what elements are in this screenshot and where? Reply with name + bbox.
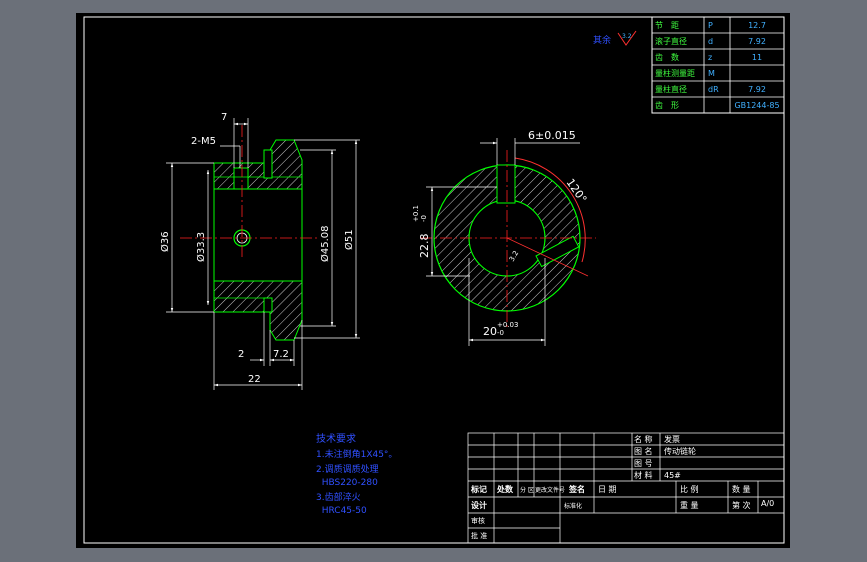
tb-change-doc-label: 更改文件号: [535, 486, 565, 494]
dim-d-pitch: Ø45.08: [319, 226, 331, 263]
param-value: 7.92: [748, 37, 766, 46]
roughness-label: 其余: [593, 34, 611, 46]
tb-date-label: 日 期: [598, 485, 617, 494]
param-symbol: d: [708, 37, 713, 46]
roughness-symbol-icon: [617, 30, 637, 46]
tech-note-1: 1.未注倒角1X45°。: [316, 448, 397, 460]
tb-material: 45#: [664, 471, 681, 480]
tb-material-label: 材 料: [634, 470, 653, 480]
tb-part-name: 发票: [664, 434, 680, 444]
dim-d-tip: Ø51: [343, 229, 355, 250]
param-symbol: dR: [708, 85, 719, 94]
roughness-note: 其余 3.2: [593, 30, 637, 46]
param-label: 量柱直径: [655, 84, 687, 94]
dim-key-depth: 22.8: [418, 234, 431, 259]
param-label: 量柱测量距: [655, 68, 695, 78]
param-value: 7.92: [748, 85, 766, 94]
tb-zone-label: 分 区: [520, 486, 534, 494]
tb-design-label: 设计: [471, 500, 487, 510]
dim-bore-tol-upper: +0.03: [497, 321, 518, 329]
sheet-background: [76, 13, 790, 548]
dim-tooth-width: 7.2: [273, 349, 289, 360]
tb-approve-label: 批 准: [471, 531, 487, 540]
tb-standardize-label: 标准化: [564, 502, 582, 510]
dim-offset: 7: [221, 112, 227, 123]
section-keyway: [233, 167, 249, 190]
end-view: 6±0.015 22.8 +0.1 -0 20 +0.03 -0 120° 3.…: [412, 129, 596, 346]
param-table: 节 距 P 12.7 滚子直径 d 7.92 齿 数 z 11 量柱测量距 M 量柱直径 dR 7.92 齿…: [651, 16, 785, 114]
tb-drawing-label: 图 名: [634, 446, 653, 456]
dim-width: 22: [248, 374, 261, 385]
dim-bore: 20: [483, 325, 497, 338]
param-label: 节 距: [655, 21, 679, 30]
dim-step: 2: [238, 349, 244, 360]
param-value: 11: [752, 53, 762, 62]
tech-notes: 技术要求 1.未注倒角1X45°。 2.调质调质处理 HBS220-280 3.…: [316, 432, 397, 516]
param-symbol: M: [708, 69, 715, 78]
tb-drawing-name: 传动链轮: [664, 446, 696, 456]
dim-key-depth-tol-upper: +0.1: [412, 205, 420, 222]
tech-note-3: HBS220-280: [316, 478, 378, 488]
param-value: 12.7: [748, 21, 766, 30]
param-label: 齿 形: [655, 101, 679, 110]
tech-notes-title: 技术要求: [316, 432, 356, 445]
tb-signature-label: 签名: [568, 484, 585, 494]
section-bore: [213, 188, 303, 282]
tech-note-4: 3.齿部淬火: [316, 491, 361, 503]
dim-key-depth-tol-lower: -0: [420, 215, 428, 222]
tb-sheet-label: 第 次: [732, 500, 751, 510]
section-bottom-hatch: [213, 269, 303, 341]
param-label: 齿 数: [655, 52, 679, 62]
param-symbol: P: [708, 21, 713, 30]
angle-arc: [514, 157, 586, 263]
tb-marks-label: 标记: [470, 484, 487, 494]
tb-drawing-no-label: 图 号: [634, 459, 653, 468]
tb-review-label: 审核: [471, 516, 485, 525]
tb-part-name-label: 名 称: [634, 434, 653, 444]
title-block-text: 名 称 发票 图 名 传动链轮 图 号 材 料 45# 标记 处数 分 区 更改…: [470, 434, 774, 540]
tech-note-2: 2.调质调质处理: [316, 463, 379, 475]
section-view: 2-M5 7 Ø36 Ø33.3 Ø45.08 Ø51 22 2 7.2: [159, 112, 360, 390]
param-symbol: z: [708, 53, 712, 62]
tb-quantity-label: 数 量: [732, 484, 751, 494]
tb-count-label: 处数: [496, 484, 514, 494]
title-block: [467, 432, 785, 544]
end-view-setscrew: [535, 235, 580, 268]
sheet-border: [83, 16, 785, 544]
end-view-keyway: [496, 164, 516, 204]
tb-sheet-value: A/0: [761, 499, 774, 508]
tb-ratio-label: 比 例: [680, 484, 699, 494]
tech-note-5: HRC45-50: [316, 506, 367, 516]
param-label: 滚子直径: [655, 36, 687, 46]
dim-d-hub: Ø33.3: [195, 232, 207, 262]
tb-weight-label: 重 量: [680, 500, 699, 510]
dim-bore-tol-lower: -0: [497, 329, 504, 337]
dim-d-outer: Ø36: [159, 231, 171, 252]
dim-thread: 2-M5: [191, 136, 216, 147]
param-value: GB1244-85: [734, 101, 779, 110]
dim-key-width: 6±0.015: [528, 129, 576, 142]
roughness-value: 3.2: [622, 33, 632, 40]
